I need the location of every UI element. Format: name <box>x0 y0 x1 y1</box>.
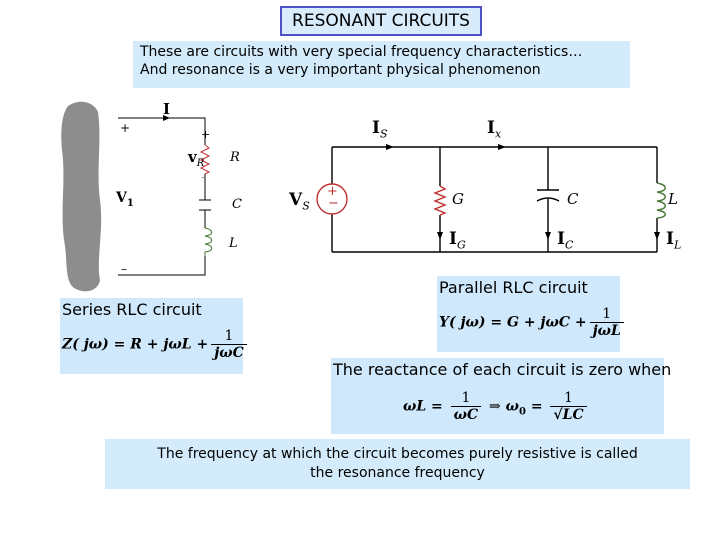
l-label: L <box>668 190 678 208</box>
is-label: IS <box>372 118 388 141</box>
parallel-rlc-heading: Parallel RLC circuit <box>439 278 588 297</box>
series-l-label: L <box>229 236 238 251</box>
source-graphic <box>61 101 102 292</box>
intro-line-1: These are circuits with very special fre… <box>140 44 583 60</box>
series-r-label: R <box>230 150 240 165</box>
source-plus-sign: + <box>327 184 338 199</box>
vs-label: VS <box>289 190 310 213</box>
parallel-rlc-box: Parallel RLC circuit Y( jω) = G + jωC +1… <box>437 276 624 352</box>
series-rlc-heading: Series RLC circuit <box>62 300 202 319</box>
g-label: G <box>452 190 464 208</box>
page-title: RESONANT CIRCUITS <box>280 6 482 36</box>
series-current-label: I <box>163 100 171 118</box>
definition-line-1: The frequency at which the circuit becom… <box>157 446 638 462</box>
ig-label: IG <box>449 229 466 252</box>
ic-label: IC <box>557 229 574 252</box>
vr-minus-sign: – <box>201 172 206 183</box>
series-c-label: C <box>232 197 242 212</box>
vr-label: vR <box>188 148 205 169</box>
il-label: IL <box>666 229 682 252</box>
ix-label: Ix <box>487 118 502 141</box>
intro-text: These are circuits with very special fre… <box>133 41 630 88</box>
source-minus-sign: − <box>328 196 339 211</box>
definition-line-2: the resonance frequency <box>310 465 485 481</box>
reactance-box: The reactance of each circuit is zero wh… <box>331 358 671 434</box>
series-minus-sign: – <box>121 262 127 276</box>
series-plus-sign: + <box>120 121 131 135</box>
intro-line-2: And resonance is a very important physic… <box>140 62 541 78</box>
c-label: C <box>567 190 579 208</box>
series-source-label: V1 <box>116 190 134 209</box>
vr-plus-sign: + <box>201 128 211 141</box>
resonance-definition: The frequency at which the circuit becom… <box>105 439 690 489</box>
reactance-heading: The reactance of each circuit is zero wh… <box>333 360 672 379</box>
